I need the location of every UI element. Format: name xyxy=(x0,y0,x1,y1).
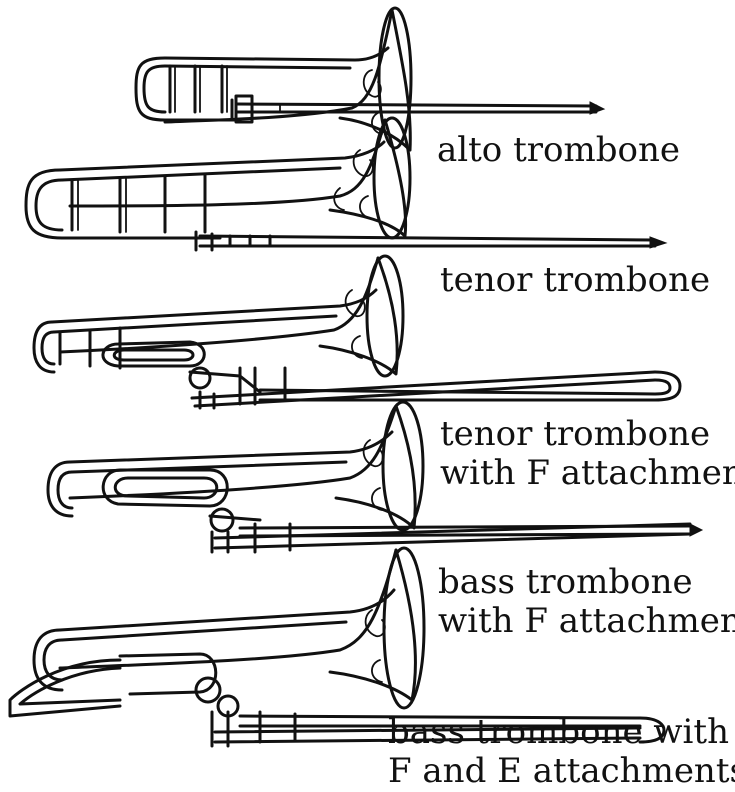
label-line: F and E attachments xyxy=(388,752,735,791)
bass-trombone-fe-label: bass trombone with F and E attachments xyxy=(388,713,735,791)
label-line: bass trombone with xyxy=(388,713,735,752)
